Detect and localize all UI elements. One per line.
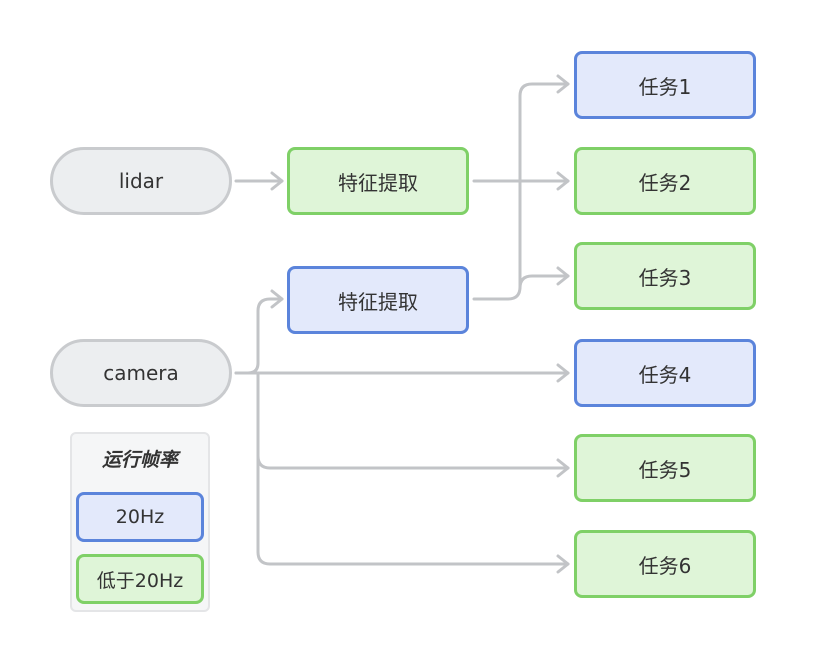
node-camera-label: camera xyxy=(103,361,179,385)
edge-feature-bottom-task3 xyxy=(518,274,570,290)
node-task1-label: 任务1 xyxy=(638,74,692,99)
node-lidar[interactable]: lidar xyxy=(50,147,232,215)
edge-camera-task5 xyxy=(256,371,570,470)
edge-camera-task6 xyxy=(256,454,570,566)
node-task2-label: 任务2 xyxy=(638,170,692,195)
arrowhead-task1 xyxy=(556,74,570,94)
legend-item-20hz-label: 20Hz xyxy=(115,506,165,528)
node-task4-label: 任务4 xyxy=(638,362,692,387)
legend-item-below-20hz: 低于20Hz xyxy=(76,554,204,604)
arrowhead-task2 xyxy=(556,171,570,191)
arrowhead-task5 xyxy=(556,458,570,478)
node-task3[interactable]: 任务3 xyxy=(574,242,756,310)
node-task4[interactable]: 任务4 xyxy=(574,339,756,407)
node-feature-extraction-camera-label: 特征提取 xyxy=(338,289,418,314)
legend-item-below-20hz-label: 低于20Hz xyxy=(96,569,184,592)
node-lidar-label: lidar xyxy=(118,169,164,193)
node-task6[interactable]: 任务6 xyxy=(574,530,756,598)
arrowhead-task3 xyxy=(556,266,570,286)
arrowhead-task6 xyxy=(556,554,570,574)
node-camera[interactable]: camera xyxy=(50,339,232,407)
node-task1[interactable]: 任务1 xyxy=(574,51,756,119)
edge-camera-feature-bottom xyxy=(234,297,284,375)
node-task2[interactable]: 任务2 xyxy=(574,147,756,215)
node-task3-label: 任务3 xyxy=(638,265,692,290)
legend: 运行帧率 20Hz 低于20Hz xyxy=(70,432,210,612)
edge-feature-bottom-task1 xyxy=(472,82,570,301)
arrowhead-feature-top xyxy=(270,171,284,191)
legend-title: 运行帧率 xyxy=(101,448,178,471)
node-feature-extraction-lidar-label: 特征提取 xyxy=(338,170,418,195)
node-feature-extraction-lidar[interactable]: 特征提取 xyxy=(287,147,469,215)
node-task6-label: 任务6 xyxy=(638,553,692,578)
legend-item-20hz: 20Hz xyxy=(76,492,204,542)
arrowhead-task4 xyxy=(556,363,570,383)
arrowhead-feature-bottom xyxy=(270,289,284,309)
node-task5-label: 任务5 xyxy=(638,457,692,482)
node-feature-extraction-camera[interactable]: 特征提取 xyxy=(287,266,469,334)
node-task5[interactable]: 任务5 xyxy=(574,434,756,502)
